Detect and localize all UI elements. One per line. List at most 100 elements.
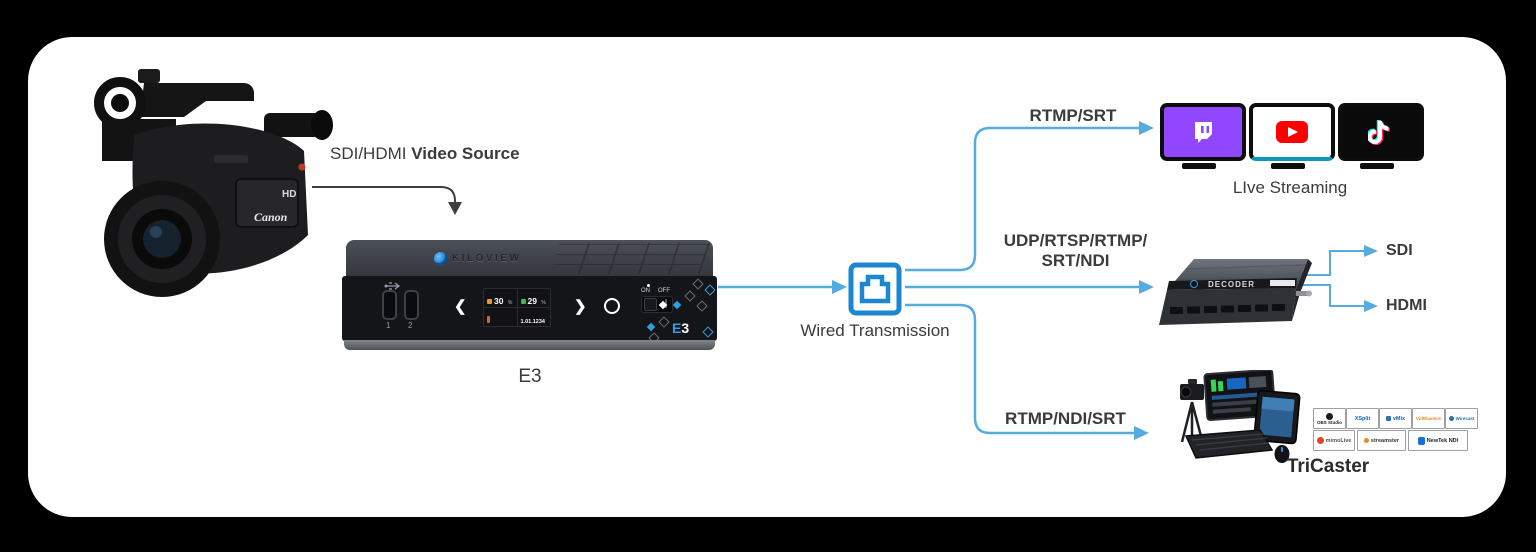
memory-indicator-icon (520, 299, 526, 304)
wired-transmission-label: Wired Transmission (800, 321, 950, 340)
udp-protocols-line2: SRT/NDI (1041, 251, 1110, 271)
e3-logo-3: 3 (681, 320, 690, 336)
camera-lens (104, 181, 220, 297)
kiloview-brand-text: KILOVIEW (452, 253, 522, 264)
sdi-output-label: SDI (1386, 242, 1413, 259)
camera-to-encoder-line (312, 186, 456, 203)
tricaster-illustration (1180, 370, 1301, 463)
ethernet-port-icon (848, 262, 902, 316)
tripod-camera (1180, 379, 1204, 444)
diamond-decoration (646, 322, 656, 332)
streamster-logo: streamster (1357, 430, 1406, 451)
menu-button (604, 298, 620, 314)
branch-tricaster-arrowhead (1134, 426, 1149, 440)
tricaster-label: TriCaster (1286, 456, 1370, 477)
e3-bottom-edge (344, 340, 715, 350)
power-switch-group: ON OFF (641, 284, 687, 313)
video-source-text: Video Source (406, 144, 520, 163)
diamond-decoration (704, 284, 716, 296)
thermometer-icon (487, 316, 490, 323)
udp-protocols-label: UDP/RTSP/RTMP/ SRT/NDI (978, 231, 1173, 271)
decoder-sdi-line (1298, 250, 1364, 276)
usb-port-1 (382, 290, 397, 320)
streamster-icon (1363, 438, 1369, 443)
cpu-value: 30 (494, 296, 504, 306)
newtek-icon (1417, 436, 1425, 445)
diamond-decoration (702, 326, 714, 338)
memory-cell: 29 % Memory (517, 289, 550, 307)
cpu-indicator-icon (487, 299, 492, 304)
power-indicator-dot (647, 284, 650, 287)
version-cell: 1.01.1234 Version (517, 308, 550, 326)
right-chevron-button: ❯ (574, 298, 587, 315)
rtmp-srt-label: RTMP/SRT (1029, 106, 1117, 125)
usb-port-2 (404, 290, 419, 320)
camera-hd-badge: HD (282, 189, 296, 200)
monitor-stand (1360, 163, 1394, 169)
decoder-text: DECODER (1208, 280, 1255, 289)
branch-live-arrowhead (1139, 121, 1154, 135)
e3-logo-e: E (672, 320, 682, 336)
mimolive-logo: mimoLive (1313, 430, 1355, 451)
usb-icon (384, 282, 400, 290)
decoder-vents (1170, 304, 1285, 314)
monitor-stand (1182, 163, 1216, 169)
kiloview-brand: KILOVIEW (434, 252, 521, 265)
camera-buttons (214, 155, 248, 163)
live-streaming-label: LIve Streaming (1232, 178, 1348, 197)
diagram-card: Canon HD SDI/HDMI Video Source KILOVIEW … (28, 37, 1506, 517)
vmix-icon (1385, 416, 1391, 421)
keyboard (1184, 429, 1274, 459)
decoder-sdi-arrowhead (1364, 245, 1378, 257)
twitch-monitor (1160, 103, 1246, 161)
power-on-label: ON (641, 288, 650, 294)
video-source-label: SDI/HDMI Video Source (330, 144, 520, 164)
kiloview-logo-icon (434, 252, 447, 265)
tablet-screen (1253, 389, 1301, 445)
cpu-cell: 30 % CPU (484, 289, 517, 307)
diamond-decoration (692, 278, 704, 290)
power-switch-knob (644, 298, 657, 311)
version-value: 1.01.1234 (520, 319, 545, 325)
wirecast-logo: Wirecast (1445, 408, 1478, 429)
decoder-device: DECODER (1159, 259, 1312, 325)
camera-handle (94, 69, 254, 129)
e3-top-face: KILOVIEW (346, 240, 713, 277)
decoder-hdmi-arrowhead (1364, 300, 1378, 312)
mouse (1274, 445, 1290, 463)
youtube-icon (1276, 121, 1308, 143)
e3-model-label: E3 (518, 366, 542, 387)
diamond-decoration (696, 300, 708, 312)
decoder-side-face (1292, 259, 1312, 321)
vidblasterx-logo: VidBlasterX (1412, 408, 1445, 429)
udp-protocols-line1: UDP/RTSP/RTMP/ (1003, 231, 1148, 250)
camera-viewfinder (264, 110, 333, 140)
monitor-stand (1271, 163, 1305, 169)
obs-icon (1326, 412, 1333, 420)
e3-vents (549, 243, 711, 274)
vmix-logo: vMix (1379, 408, 1412, 429)
record-indicator (298, 163, 306, 171)
rtmp-ndi-srt-label: RTMP/NDI/SRT (1005, 409, 1126, 428)
e3-status-screen: 30 % CPU 29 % Memory 24°C/104°F Temp 1.0… (483, 288, 551, 327)
mimolive-icon (1316, 437, 1324, 444)
left-chevron-button: ❮ (454, 298, 467, 315)
tiktok-monitor (1338, 103, 1424, 161)
usb-port-2-label: 2 (408, 321, 413, 330)
wirecast-icon (1448, 416, 1454, 421)
bnc-connector (1296, 290, 1312, 297)
temp-cell: 24°C/104°F Temp (484, 308, 517, 326)
memory-value: 29 (527, 296, 537, 306)
connector-lines (312, 121, 1378, 440)
memory-unit: % (541, 300, 546, 306)
branch-decoder-arrowhead (1139, 280, 1154, 294)
camera-brand-text: Canon (254, 210, 288, 224)
hdmi-output-label: HDMI (1386, 297, 1427, 314)
diamond-decoration (658, 316, 670, 328)
xsplit-logo: XSplit (1346, 408, 1379, 429)
encoder-to-network-arrowhead (832, 280, 847, 294)
cpu-unit: % (507, 300, 513, 306)
twitch-icon (1195, 122, 1212, 143)
e3-front-logo: E3 (672, 320, 689, 336)
branch-live-line (905, 126, 1139, 272)
